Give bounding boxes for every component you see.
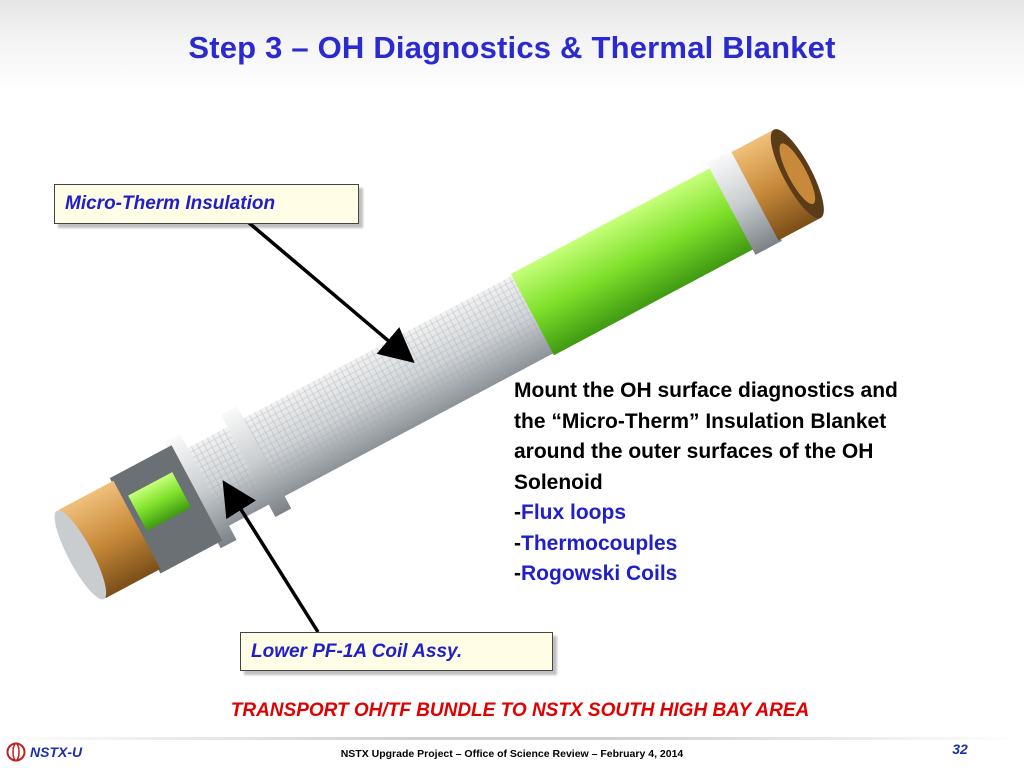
lower-ring-2 xyxy=(220,406,292,517)
nstx-logo: NSTX-U xyxy=(6,742,82,762)
description-line: Solenoid xyxy=(514,470,603,494)
green-sleeve xyxy=(510,165,758,356)
bullet-dash: - xyxy=(514,562,521,585)
slide-title: Step 3 – OH Diagnostics & Thermal Blanke… xyxy=(188,30,836,65)
upper-ring xyxy=(706,148,783,255)
description-line: Mount the OH surface diagnostics and xyxy=(514,379,898,402)
upper-coil xyxy=(731,129,821,241)
arrow-icon xyxy=(222,480,320,633)
bullet-text: Flux loops xyxy=(521,501,626,524)
bullet-dash: - xyxy=(514,501,521,524)
bullet-dash: - xyxy=(514,531,521,555)
bullet-item: -Flux loops xyxy=(514,498,994,529)
footer-text: NSTX Upgrade Project – Office of Science… xyxy=(340,748,684,760)
lower-ring-1 xyxy=(164,433,237,549)
callout-micro-therm: Micro-Therm Insulation xyxy=(54,184,359,224)
lower-end-face xyxy=(54,510,107,600)
footer-divider xyxy=(0,737,1024,740)
bullet-item: -Thermocouples xyxy=(514,529,994,560)
lower-coil xyxy=(58,480,161,599)
bullet-item: -Rogowski Coils xyxy=(514,559,994,590)
header-band xyxy=(0,0,1024,92)
bullet-text: Rogowski Coils xyxy=(521,562,678,585)
page-number: 32 xyxy=(952,741,968,757)
description-line: around the outer surfaces of the OH xyxy=(514,440,874,463)
arrow-icon xyxy=(246,220,415,364)
bullet-text: Thermocouples xyxy=(521,531,678,555)
transport-note: TRANSPORT OH/TF BUNDLE TO NSTX SOUTH HIG… xyxy=(230,700,810,721)
nstx-logo-icon xyxy=(6,742,26,762)
lower-green-patch xyxy=(128,472,192,531)
description-block: Mount the OH surface diagnostics and the… xyxy=(514,376,994,590)
upper-end-inner xyxy=(779,143,816,205)
callout-lower-pf1a: Lower PF-1A Coil Assy. xyxy=(240,632,553,671)
logo-text: NSTX-U xyxy=(30,744,83,760)
description-line: the “Micro-Therm” Insulation Blanket xyxy=(514,409,887,433)
